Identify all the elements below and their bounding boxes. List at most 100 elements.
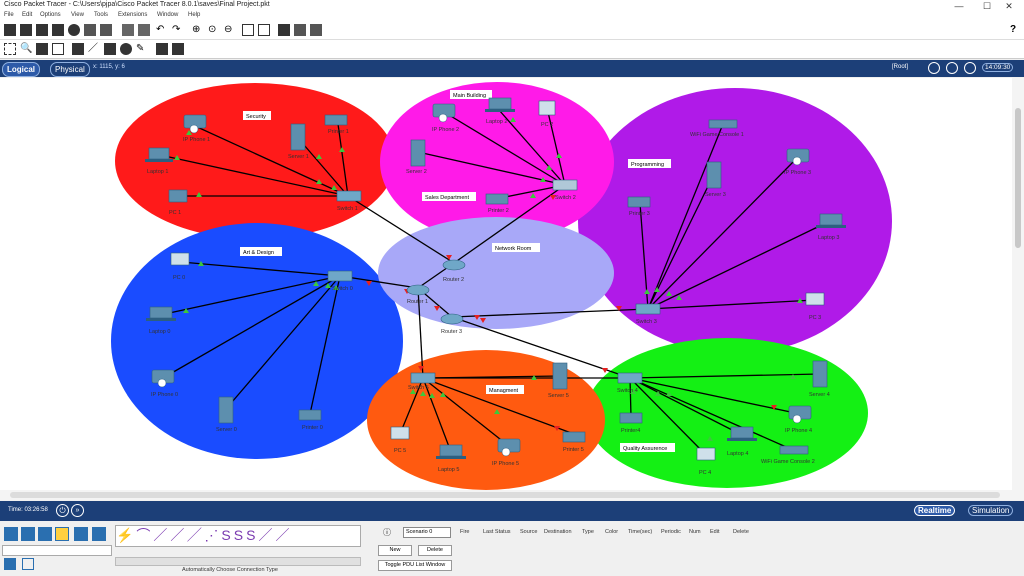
network-wizard-icon[interactable] [84, 24, 96, 36]
connection-list-icon[interactable] [4, 558, 16, 570]
delete-icon[interactable] [36, 43, 48, 55]
redo-icon[interactable]: ↷ [172, 24, 181, 35]
switch-5 [410, 372, 436, 384]
open-file-icon[interactable] [20, 24, 32, 36]
label-server-4: Server 4 [809, 392, 830, 398]
rectangle-icon[interactable] [242, 24, 254, 36]
scenario-select[interactable]: Scenario 0 [403, 527, 451, 538]
label-router-1: Router 1 [407, 299, 428, 305]
logical-workspace[interactable]: Security Main Building Programming Sales… [0, 78, 1012, 490]
pc-4 [696, 447, 716, 461]
time-bar: Time: 03:26:58 ⏻ » Realtime Simulation [0, 501, 1024, 521]
window-title: Cisco Packet Tracer - C:\Users\pjpa\Cisc… [4, 1, 270, 8]
menu-edit[interactable]: Edit [22, 12, 33, 18]
router-2 [442, 259, 466, 271]
complex-pdu-icon[interactable] [172, 43, 184, 55]
realtime-mode-button[interactable]: Realtime [914, 505, 956, 516]
pdu-col-edit: Edit [710, 529, 720, 535]
vertical-scrollbar[interactable] [1012, 78, 1024, 490]
cluster-icon[interactable] [294, 24, 306, 36]
inspect-icon[interactable]: 🔍 [20, 43, 33, 54]
zoom-reset-icon[interactable]: ⊙ [208, 24, 217, 35]
area-network-room [378, 217, 614, 329]
power-cycle-icon[interactable]: ⏻ [56, 504, 69, 517]
menu-extensions[interactable]: Extensions [118, 12, 148, 18]
device-search-field[interactable] [2, 545, 112, 556]
viewport-icon[interactable] [310, 24, 322, 36]
scenario-info-icon[interactable]: ⓘ [383, 528, 391, 537]
zoom-in-icon[interactable]: ⊕ [192, 24, 201, 35]
simple-pdu-icon[interactable] [156, 43, 168, 55]
cable-types-palette[interactable]: ⚡⌒／／╱⋰SSS／／ [115, 525, 361, 547]
connections-icon[interactable] [55, 527, 69, 541]
label-switch-3: Switch 3 [636, 319, 657, 325]
multiuser-icon[interactable] [92, 527, 106, 541]
wifi-console-1 [708, 119, 738, 129]
undo-icon[interactable]: ↶ [156, 24, 165, 35]
bottom-panel: ⚡⌒／／╱⋰SSS／／ Automatically Choose Connect… [0, 521, 1024, 576]
area-art-design [111, 223, 403, 459]
vertical-scroll-thumb[interactable] [1015, 108, 1021, 248]
menu-options[interactable]: Options [40, 12, 61, 18]
root-button[interactable]: [Root] [892, 64, 909, 70]
rectangle-tool-icon[interactable] [104, 43, 116, 55]
fast-forward-icon[interactable]: » [71, 504, 84, 517]
tab-logical[interactable]: Logical [2, 62, 41, 77]
info-icon[interactable] [68, 24, 80, 36]
label-printer-4: Printer4 [621, 428, 640, 434]
activity-wizard-icon[interactable] [100, 24, 112, 36]
horizontal-scroll-thumb[interactable] [10, 492, 1000, 498]
label-laptop-5: Laptop 5 [438, 467, 459, 473]
viewport-view-icon[interactable] [964, 62, 976, 74]
toggle-pdu-list-button[interactable]: Toggle PDU List Window [378, 560, 452, 571]
palette-scrollbar[interactable] [115, 557, 361, 566]
components-icon[interactable] [38, 527, 52, 541]
pdu-col-fire: Fire [460, 529, 470, 535]
note-network-room: Network Room [495, 246, 532, 252]
freeform-icon[interactable]: ✎ [136, 43, 145, 54]
custom-device-icon[interactable] [278, 24, 290, 36]
misc-icon[interactable] [74, 527, 88, 541]
zoom-out-icon[interactable]: ⊖ [224, 24, 233, 35]
pdu-col-type: Type [582, 529, 594, 535]
pdu-col-time: Time(sec) [628, 529, 653, 535]
tab-physical[interactable]: Physical [50, 62, 90, 77]
print-icon[interactable] [52, 24, 64, 36]
server-2 [410, 139, 426, 167]
horizontal-scrollbar[interactable] [0, 490, 1024, 500]
maximize-button[interactable]: ☐ [982, 1, 992, 11]
palette-icon[interactable] [258, 24, 270, 36]
cluster-view-icon[interactable] [946, 62, 958, 74]
label-pc-2: PC 2 [541, 122, 553, 128]
router-3 [440, 313, 464, 325]
menu-tools[interactable]: Tools [94, 12, 109, 18]
delete-scenario-button[interactable]: Delete [418, 545, 452, 556]
back-icon[interactable] [928, 62, 940, 74]
resize-icon[interactable] [52, 43, 64, 55]
label-printer-2: Printer 2 [488, 208, 509, 214]
save-icon[interactable] [36, 24, 48, 36]
menu-file[interactable]: File [4, 12, 14, 18]
help-icon[interactable]: ? [1010, 24, 1017, 35]
pdu-col-color: Color [605, 529, 619, 535]
new-scenario-button[interactable]: New [378, 545, 412, 556]
simulation-mode-button[interactable]: Simulation [968, 505, 1014, 516]
menu-help[interactable]: Help [188, 12, 201, 18]
new-file-icon[interactable] [4, 24, 16, 36]
pdu-col-destination: Destination [544, 529, 572, 535]
minimize-button[interactable]: — [954, 1, 964, 11]
menu-view[interactable]: View [71, 12, 84, 18]
draw-toolbar: 🔍 ／ ✎ [0, 40, 1024, 59]
network-devices-icon[interactable] [4, 527, 18, 541]
note-icon[interactable] [72, 43, 84, 55]
menu-window[interactable]: Window [157, 12, 179, 18]
copy-icon[interactable] [122, 24, 134, 36]
end-devices-icon[interactable] [21, 527, 35, 541]
ellipse-tool-icon[interactable] [120, 43, 132, 55]
select-icon[interactable] [4, 43, 16, 55]
label-wifi-console-1: WiFi Game Console 1 [690, 132, 744, 138]
grid-icon[interactable] [22, 558, 34, 570]
close-button[interactable]: ✕ [1005, 1, 1013, 11]
paste-icon[interactable] [138, 24, 150, 36]
line-icon[interactable]: ／ [88, 43, 98, 54]
